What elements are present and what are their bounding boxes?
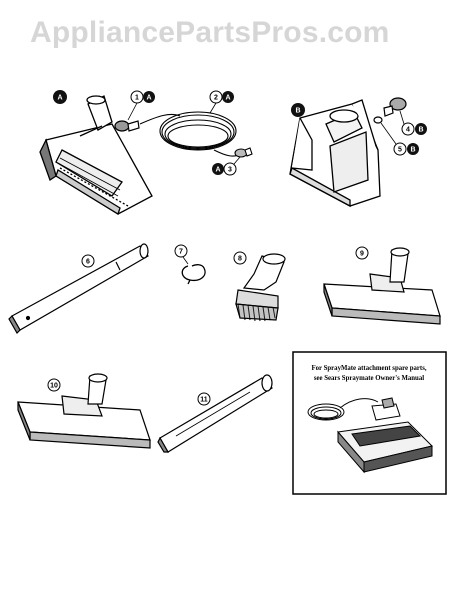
callout-11 (197, 392, 211, 406)
part-a-upholstery-nozzle[interactable] (39, 95, 153, 215)
note-line-1: For SprayMate attachment spare parts, (311, 365, 426, 372)
leader-3 (233, 156, 241, 165)
callout-b-label: B (295, 108, 300, 115)
callout-6-label: 6 (86, 259, 90, 266)
callout-6 (81, 254, 95, 268)
part-1-connector[interactable] (114, 120, 140, 132)
callout-5-b (407, 143, 419, 155)
callout-1-a-label: A (146, 95, 151, 102)
callout-3-a (212, 163, 224, 175)
callout-9-label: 9 (360, 251, 364, 258)
callout-10-label: 10 (50, 383, 58, 390)
callout-4-b-label: B (418, 127, 423, 134)
callout-3-label: 3 (228, 167, 232, 174)
callout-a (53, 90, 67, 104)
callout-8-label: 8 (238, 256, 242, 263)
spraymate-note-box: For SprayMate attachment spare parts, se… (292, 351, 447, 495)
site-watermark: AppliancePartsPros.com (30, 16, 390, 49)
callout-a-label: A (57, 95, 62, 102)
part-8-dusting-brush[interactable] (235, 253, 286, 322)
callout-10 (47, 378, 61, 392)
part-5-o-ring[interactable] (373, 116, 383, 124)
leader-5 (380, 122, 397, 145)
callout-5-b-label: B (410, 147, 415, 154)
callout-4-b (415, 123, 427, 135)
callout-3-a-label: A (215, 167, 220, 174)
part-9-floor-tool[interactable] (323, 247, 441, 325)
callout-11-label: 11 (200, 397, 208, 404)
callout-3 (223, 162, 237, 176)
callout-2-a-label: A (225, 95, 230, 102)
spraymate-unit-illustration[interactable] (307, 397, 433, 474)
part-3-hose-end[interactable] (234, 147, 253, 158)
leader-4 (399, 110, 405, 125)
leader-7 (182, 256, 189, 265)
leader-1 (127, 102, 138, 121)
part-11-crevice-tool[interactable] (157, 374, 273, 453)
callout-2-a (222, 91, 234, 103)
part-6-extension-wand[interactable] (8, 243, 149, 334)
callout-4-label: 4 (406, 127, 410, 134)
part-10-floor-tool[interactable] (17, 373, 151, 449)
callout-7-label: 7 (179, 249, 183, 256)
callout-8 (233, 251, 247, 265)
leader-2 (209, 102, 217, 114)
callout-7 (174, 244, 188, 258)
callout-9 (355, 246, 369, 260)
note-line-2: see Sears Spraymate Owner's Manual (314, 375, 424, 382)
callout-1-label: 1 (135, 95, 139, 102)
callout-b (291, 103, 305, 117)
part-b-spray-nozzle[interactable] (289, 99, 381, 208)
callout-2-label: 2 (214, 95, 218, 102)
callout-4 (401, 122, 415, 136)
part-7-clip[interactable] (181, 264, 206, 285)
callout-5 (393, 142, 407, 156)
part-4-nozzle-cap[interactable] (383, 97, 407, 117)
part-2-coiled-hose[interactable] (139, 111, 241, 157)
callout-1-a (143, 91, 155, 103)
callout-5-label: 5 (398, 147, 402, 154)
